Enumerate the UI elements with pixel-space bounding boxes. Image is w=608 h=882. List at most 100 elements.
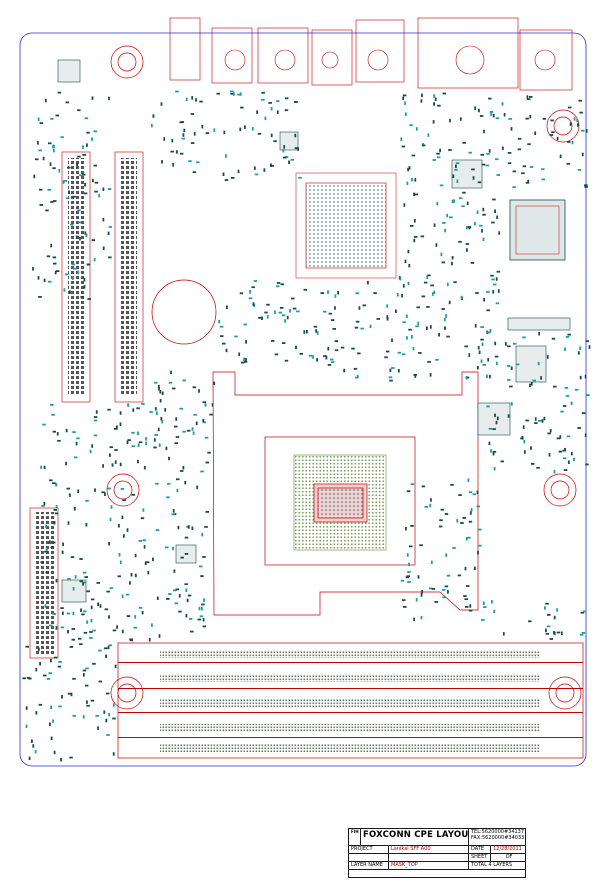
smd-pad (453, 199, 455, 203)
smd-pad (230, 177, 235, 179)
smd-pad (53, 200, 57, 202)
smd-pad (85, 233, 88, 237)
smd-pad (201, 124, 204, 129)
smd-pad (457, 574, 462, 577)
smd-pad (503, 113, 506, 117)
smd-pad (468, 151, 472, 154)
smd-pad (182, 430, 186, 433)
smd-pad (62, 542, 64, 547)
smd-pad (276, 282, 281, 284)
smd-pad (222, 342, 226, 345)
smd-pad (584, 186, 588, 188)
board-outline (19, 32, 587, 767)
smd-pad (563, 457, 567, 460)
smd-pad (141, 403, 145, 405)
smd-pad (456, 179, 459, 183)
smd-pad (495, 302, 500, 305)
smd-pad (102, 246, 105, 250)
smd-pad (413, 236, 418, 238)
smd-pad (201, 532, 204, 537)
smd-pad (103, 647, 108, 650)
smd-pad (248, 297, 253, 300)
smd-pad (77, 489, 80, 493)
smd-pad (406, 181, 409, 186)
smd-pad (91, 137, 93, 141)
smd-pad (60, 626, 65, 629)
smd-pad (45, 209, 49, 212)
smd-pad (401, 353, 406, 356)
smd-pad (409, 124, 413, 127)
smd-pad (421, 295, 426, 298)
smd-pad (251, 127, 254, 131)
smd-pad (530, 382, 533, 386)
smd-pad (180, 556, 184, 559)
smd-pad (102, 464, 104, 468)
smd-pad (156, 596, 159, 600)
date-value: 12/28/2011 (493, 846, 522, 852)
smd-pad (584, 433, 587, 437)
smd-pad (92, 629, 96, 632)
smd-pad (523, 439, 526, 444)
smd-pad (584, 374, 587, 379)
smd-pad (114, 428, 118, 430)
smd-pad (116, 425, 118, 429)
cpu-socket (212, 371, 479, 616)
smd-pad (106, 734, 110, 736)
smd-pad (90, 699, 95, 702)
smd-pad (69, 223, 74, 226)
smd-pad (148, 638, 151, 642)
smd-pad (494, 341, 497, 346)
smd-pad (293, 101, 298, 103)
smd-pad (186, 598, 189, 603)
smd-pad (85, 667, 89, 670)
smd-pad (299, 352, 303, 355)
smd-pad (498, 231, 501, 235)
smd-pad (126, 440, 129, 444)
smd-pad (182, 466, 185, 470)
smd-pad (492, 428, 496, 430)
smd-pad (176, 478, 180, 481)
smd-pad (49, 722, 51, 726)
smd-pad (395, 309, 397, 313)
smd-pad (191, 526, 194, 530)
smd-pad (448, 149, 452, 151)
smd-pad (327, 290, 329, 294)
smd-pad (44, 604, 47, 608)
smd-pad (230, 90, 234, 93)
smd-pad (308, 354, 313, 357)
smd-pad (560, 631, 563, 635)
smd-pad (386, 304, 389, 308)
smd-pad (442, 222, 446, 224)
smd-pad (190, 142, 195, 144)
smd-pad (464, 345, 468, 348)
smd-pad (541, 178, 545, 181)
smd-pad (79, 558, 83, 560)
smd-pad (134, 553, 137, 558)
smd-pad (429, 325, 432, 329)
smd-pad (74, 575, 77, 579)
smd-pad (446, 282, 449, 287)
smd-pad (89, 631, 93, 633)
smd-pad (488, 427, 493, 430)
smd-pad (160, 416, 163, 421)
smd-pad (458, 494, 462, 496)
smd-pad (332, 328, 336, 330)
smd-pad (442, 589, 446, 591)
smd-pad (537, 361, 540, 366)
smd-pad (406, 336, 408, 340)
smd-pad (91, 96, 94, 100)
smd-pad (79, 236, 81, 241)
smd-pad (193, 413, 197, 416)
smd-pad (446, 574, 451, 577)
smd-pad (52, 430, 56, 433)
smd-pad (79, 580, 83, 583)
smd-pad (82, 715, 85, 719)
smd-pad (373, 292, 377, 294)
smd-pad (351, 347, 355, 350)
smd-pad (562, 405, 567, 407)
smd-pad (35, 158, 39, 161)
smd-pad (439, 519, 443, 522)
smd-pad (83, 285, 86, 289)
spacer-cell (389, 854, 469, 861)
